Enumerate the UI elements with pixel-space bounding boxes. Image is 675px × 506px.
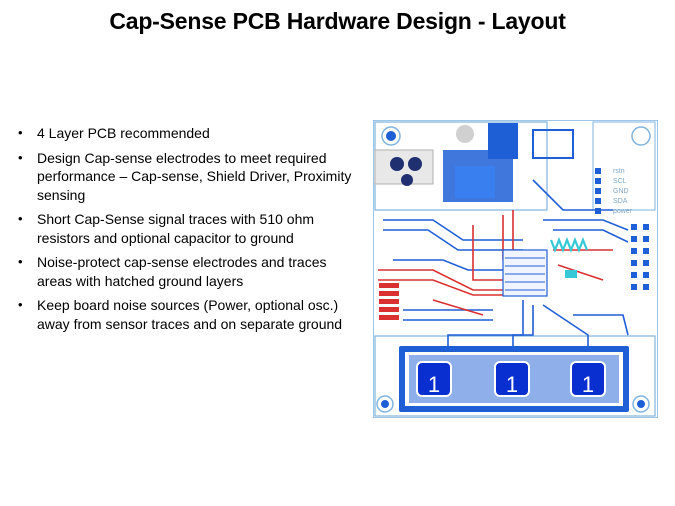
pin-label: GND bbox=[613, 188, 629, 195]
silk-badge bbox=[565, 270, 577, 278]
mcu-chip bbox=[502, 249, 548, 297]
connector-section-outline bbox=[592, 121, 656, 211]
header-connector bbox=[595, 168, 601, 214]
pin-label: SCL bbox=[613, 178, 627, 185]
pin-label: power bbox=[613, 208, 633, 215]
silk-logo bbox=[549, 237, 589, 253]
pcb-layout-image: rstn SCL GND SDA power bbox=[373, 120, 658, 418]
sensor-strip: 1 1 1 bbox=[399, 346, 629, 412]
power-copper-region bbox=[374, 123, 574, 202]
bullet-item: • Keep board noise sources (Power, option… bbox=[18, 296, 358, 333]
bullet-text: 4 Layer PCB recommended bbox=[37, 125, 210, 141]
sensor-pad-label: 1 bbox=[428, 372, 440, 397]
sensor-pad bbox=[494, 361, 530, 397]
bullet-item: • 4 Layer PCB recommended bbox=[18, 124, 358, 143]
bullet-text: Keep board noise sources (Power, optiona… bbox=[37, 297, 343, 332]
bullet-item: • Short Cap-Sense signal traces with 510 … bbox=[18, 210, 358, 247]
sensor-pad bbox=[416, 361, 452, 397]
sensor-pad-label: 1 bbox=[582, 372, 594, 397]
blue-traces bbox=[383, 179, 629, 350]
pin-label: SDA bbox=[613, 198, 628, 205]
bullet-item: • Noise-protect cap-sense electrodes and … bbox=[18, 253, 358, 290]
slide-title: Cap-Sense PCB Hardware Design - Layout bbox=[109, 8, 566, 34]
sensor-pad-label: 1 bbox=[506, 372, 518, 397]
side-header-pins bbox=[631, 224, 649, 290]
bullet-item: • Design Cap-sense electrodes to meet req… bbox=[18, 149, 358, 205]
sensor-section-outline bbox=[374, 335, 656, 417]
bullet-text: Noise-protect cap-sense electrodes and t… bbox=[37, 254, 327, 289]
bullet-dot-icon: • bbox=[18, 297, 23, 312]
bullet-dot-icon: • bbox=[18, 125, 23, 140]
resistor-bank bbox=[379, 283, 399, 320]
bullet-dot-icon: • bbox=[18, 254, 23, 269]
bullet-list: • 4 Layer PCB recommended • Design Cap-sen… bbox=[18, 124, 358, 339]
pin-label: rstn bbox=[613, 168, 625, 175]
bullet-dot-icon: • bbox=[18, 149, 23, 165]
bullet-text: Design Cap-sense electrodes to meet requ… bbox=[37, 149, 352, 203]
sensor-pad bbox=[570, 361, 606, 397]
bullet-text: Short Cap-Sense signal traces with 510 o… bbox=[37, 211, 315, 246]
bullet-dot-icon: • bbox=[18, 211, 23, 226]
